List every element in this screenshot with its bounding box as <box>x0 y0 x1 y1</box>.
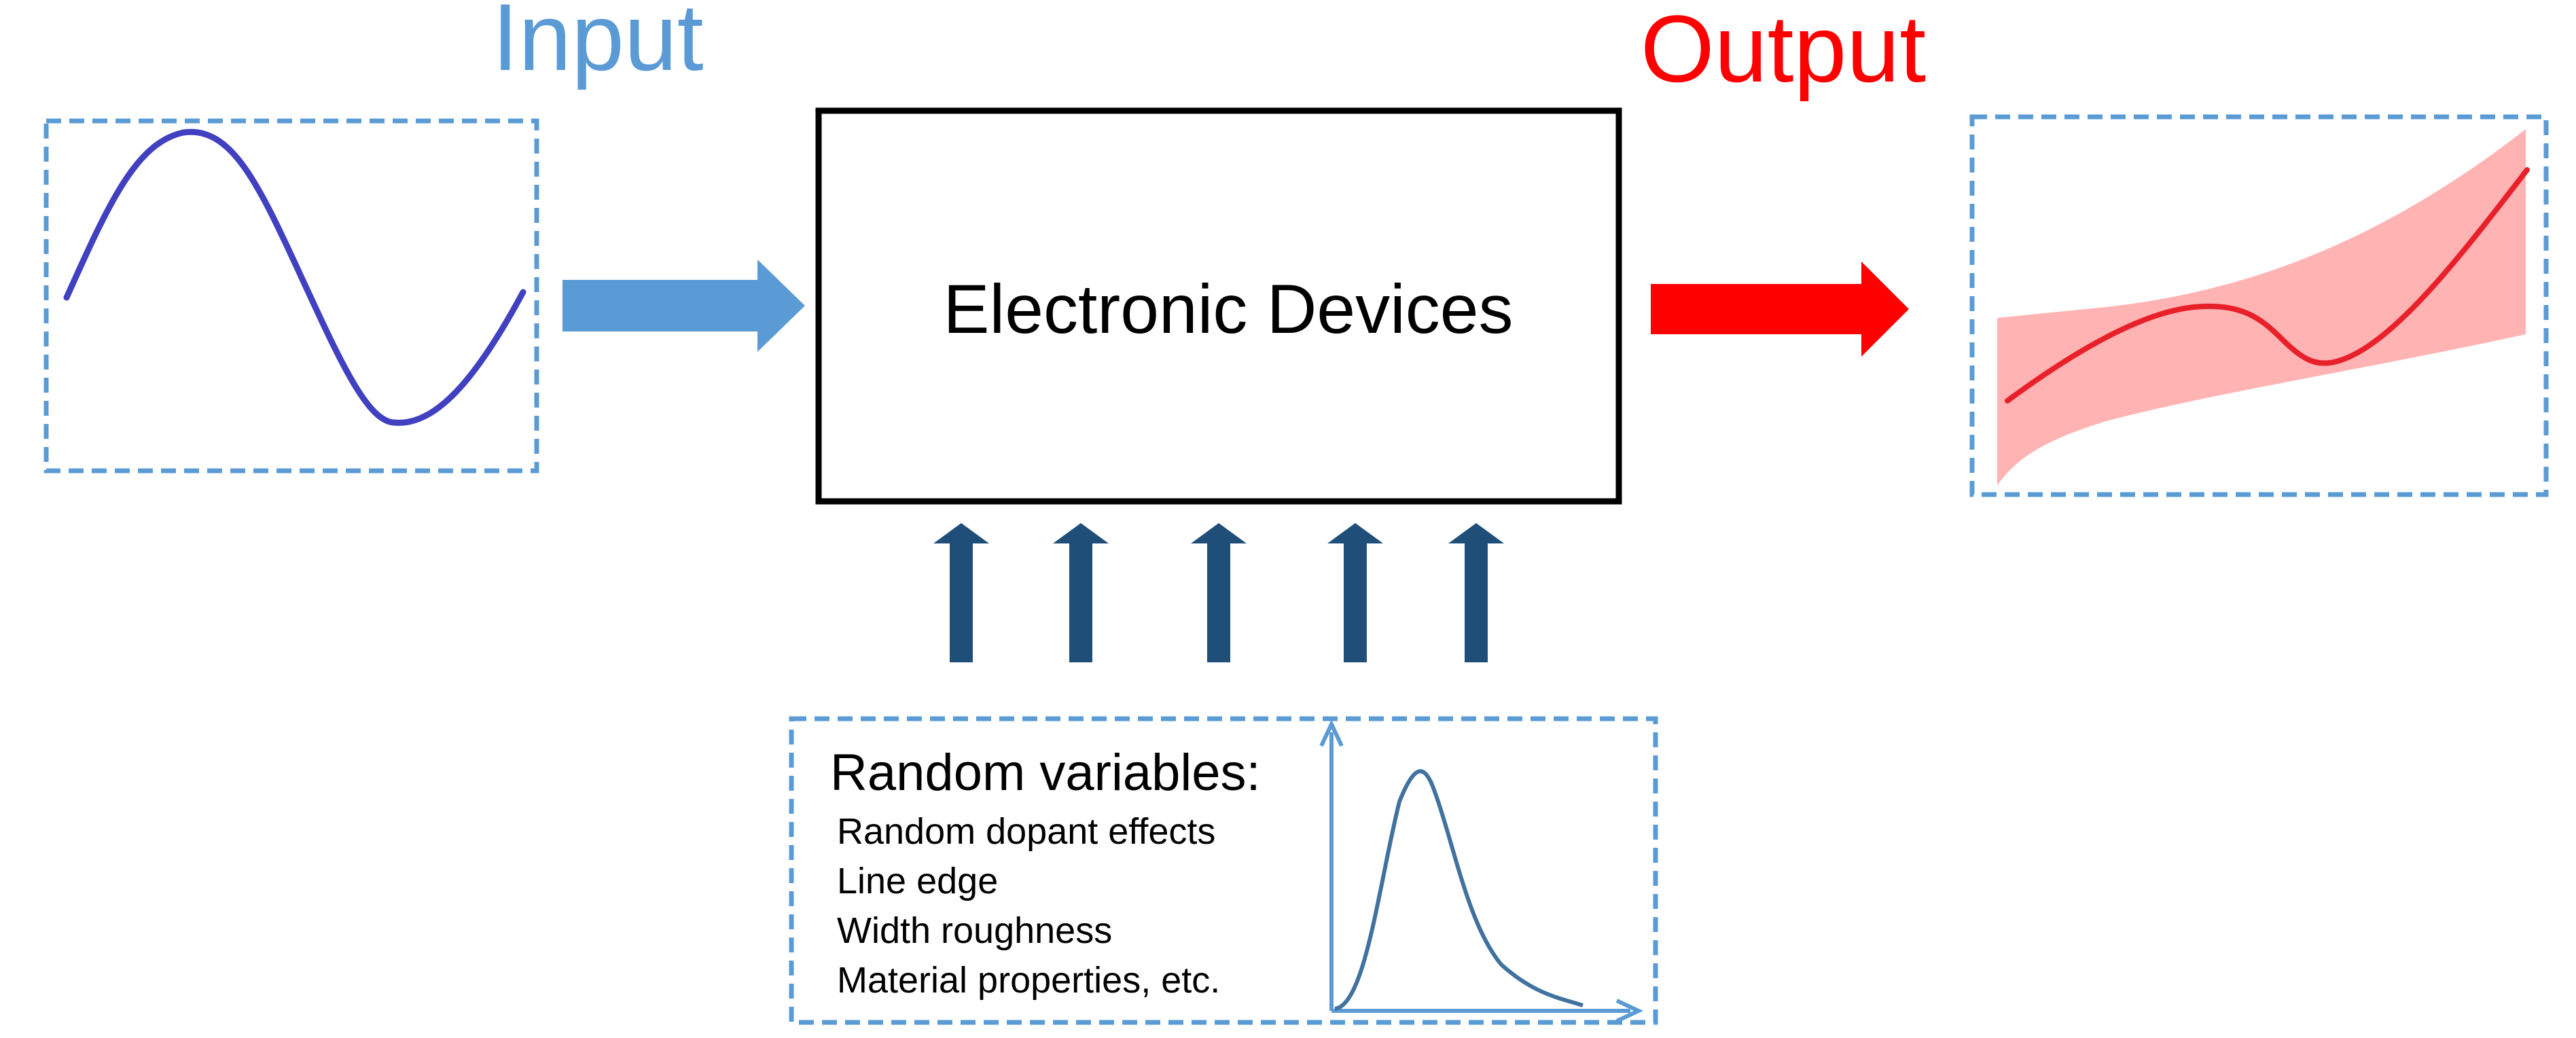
output-panel-border <box>1969 114 2549 497</box>
input-panel <box>43 118 539 473</box>
random-variables-border <box>789 716 1658 1025</box>
output-label: Output <box>1641 0 1926 102</box>
input-panel-border <box>43 118 539 473</box>
input-arrow-icon <box>562 260 805 352</box>
uncertainty-band <box>1997 129 2526 486</box>
random-variable-arrows <box>933 523 1504 662</box>
output-curve <box>2005 167 2530 404</box>
device-box-border <box>815 107 1622 505</box>
up-arrow-icon <box>1191 523 1247 662</box>
input-sine-curve <box>63 128 526 426</box>
pdf-y-axis-arrowhead <box>1319 719 1344 747</box>
random-variables-title: Random variables: <box>830 744 1261 802</box>
up-arrow-icon <box>1448 523 1504 662</box>
output-panel <box>1969 114 2549 497</box>
device-label: Electronic Devices <box>944 270 1514 348</box>
random-variable-item: Random dopant effects <box>837 811 1215 852</box>
random-variable-item: Width roughness <box>837 910 1112 951</box>
up-arrow-icon <box>1053 523 1109 662</box>
random-variable-item: Material properties, etc. <box>837 960 1220 1001</box>
input-label: Input <box>492 0 703 90</box>
up-arrow-icon <box>1327 523 1383 662</box>
pdf-x-axis-arrowhead <box>1615 999 1644 1023</box>
distribution-plot <box>1319 719 1644 1023</box>
electronic-devices-box: Electronic Devices <box>815 107 1622 505</box>
output-arrow-icon <box>1651 262 1909 357</box>
up-arrow-icon <box>933 523 989 662</box>
pdf-curve <box>1334 769 1584 1011</box>
random-variables-panel: Random variables: Random dopant effects … <box>789 716 1658 1025</box>
random-variable-item: Line edge <box>837 861 998 901</box>
